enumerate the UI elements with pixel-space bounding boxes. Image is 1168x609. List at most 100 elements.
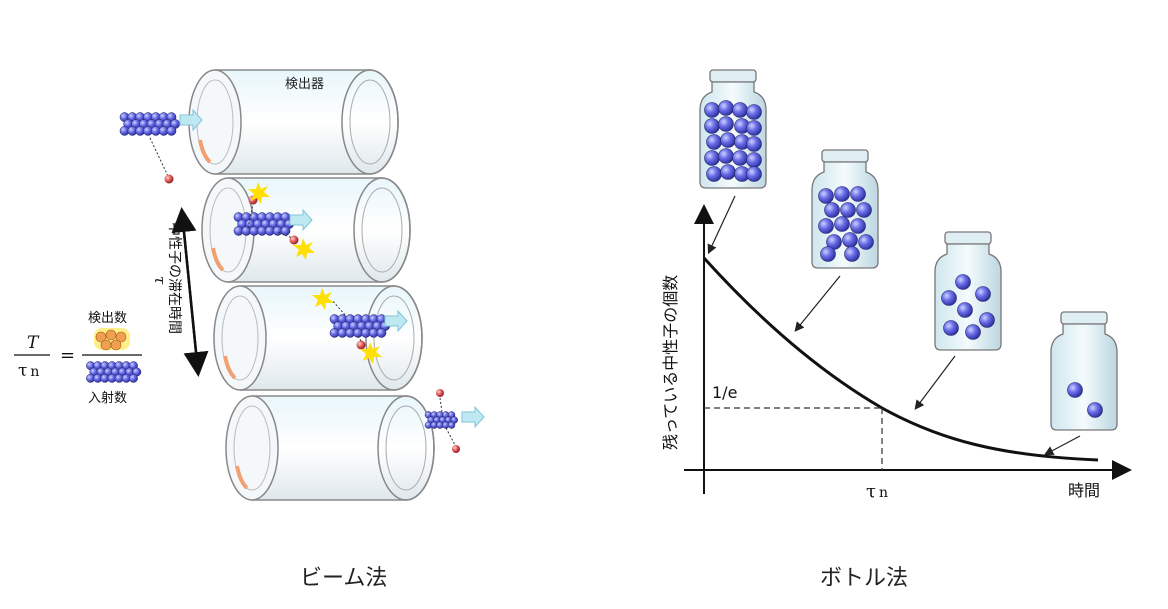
neutron-ball: [720, 164, 736, 180]
neutron-bunch-3: [329, 314, 390, 338]
neutron-ball: [834, 186, 850, 202]
bottle-cap: [821, 149, 869, 163]
neutron-ball: [746, 166, 762, 182]
detector-tube-4: [225, 395, 435, 501]
detector-tube-3: [213, 285, 423, 391]
neutron-ball: [840, 202, 856, 218]
neutron-ball: [957, 302, 973, 318]
pointer-arrow: [914, 355, 956, 410]
neutron-ball: [858, 234, 874, 250]
decay-products: [149, 137, 460, 453]
neutron-ball: [824, 202, 840, 218]
bottle-few: [1050, 311, 1118, 431]
incident-count-label: 入射数: [88, 390, 127, 406]
neutron-ball: [818, 188, 834, 204]
svg-text:τn: τn: [18, 361, 39, 381]
residence-time-label: 中性子の滞在時間: [166, 222, 182, 334]
neutron-ball: [718, 148, 734, 164]
neutron-bunch-1: [119, 112, 180, 136]
detection-spark: [248, 182, 270, 204]
neutron-ball: [447, 421, 456, 429]
neutron-ball: [706, 166, 722, 182]
bottle-one-third: [934, 231, 1002, 351]
neutron-ball: [746, 104, 762, 120]
neutron-ball: [955, 274, 971, 290]
neutron-ball: [850, 186, 866, 202]
pointer-arrow: [707, 195, 736, 255]
y-axis-label: 残っている中性子の個数: [661, 275, 680, 450]
neutron-ball: [718, 116, 734, 132]
neutron-ball: [1087, 402, 1103, 418]
detector-tube-2: [201, 177, 411, 283]
neutron-ball: [834, 216, 850, 232]
beam-direction-arrow: [289, 208, 313, 232]
bottle-cap: [1060, 311, 1108, 325]
beam-direction-arrow: [179, 108, 203, 132]
neutron-ball: [704, 150, 720, 166]
neutron-ball: [704, 102, 720, 118]
detected-neutron-ball: [95, 331, 107, 343]
bottle-full: [699, 69, 767, 189]
detected-neutrons: [94, 328, 130, 351]
neutron-ball: [842, 232, 858, 248]
neutron-ball: [746, 120, 762, 136]
one-over-e-label: 1/e: [712, 383, 737, 402]
neutron-ball: [975, 286, 991, 302]
proton: [436, 389, 444, 397]
neutron-ball: [820, 246, 836, 262]
proton: [452, 445, 460, 453]
bottle-two-thirds: [811, 149, 879, 269]
neutron-ball: [746, 136, 762, 152]
proton: [164, 174, 174, 184]
decay-curve: [702, 256, 1099, 462]
neutron-ball: [732, 150, 748, 166]
bottle-cap: [709, 69, 757, 83]
neutron-ball: [128, 373, 138, 383]
neutron-bunch-4: [424, 411, 458, 429]
neutron-ball: [943, 320, 959, 336]
x-axis-label: 時間: [1068, 481, 1100, 500]
neutron-ball: [965, 324, 981, 340]
detection-spark: [293, 238, 315, 260]
formula-sub-n: n: [30, 364, 39, 380]
formula-tau: τ: [18, 361, 27, 381]
neutron-ball: [1067, 382, 1083, 398]
beam-method-caption: ビーム法: [300, 566, 388, 591]
neutron-ball: [718, 100, 734, 116]
neutron-ball: [720, 132, 736, 148]
neutron-ball: [704, 118, 720, 134]
beam-method-diagram: 検出器: [14, 69, 485, 501]
detector-label: 検出器: [285, 77, 324, 92]
detected-count-label: 検出数: [88, 311, 127, 326]
neutron-ball: [746, 152, 762, 168]
neutron-ball: [818, 218, 834, 234]
bottle-cap: [944, 231, 992, 245]
neutron-ball: [166, 126, 177, 136]
neutron-bunch-2: [233, 212, 294, 236]
tau-symbol: τ: [151, 276, 169, 285]
formula-numerator: T: [27, 333, 40, 353]
neutron-ball: [856, 202, 872, 218]
neutron-ball: [941, 290, 957, 306]
formula-equals: =: [60, 345, 75, 366]
beam-direction-arrow: [461, 405, 485, 429]
detection-spark: [312, 288, 334, 310]
pointer-arrow: [1043, 435, 1081, 456]
detected-neutron-ball: [115, 331, 127, 343]
bottle-glass: [1050, 323, 1118, 431]
neutron-ball: [732, 102, 748, 118]
neutron-ball: [850, 218, 866, 234]
neutron-ball: [706, 134, 722, 150]
proton: [289, 235, 299, 245]
detected-neutron-ball: [105, 329, 117, 341]
neutron-ball: [844, 246, 860, 262]
neutron-ball: [979, 312, 995, 328]
detection-spark: [360, 342, 382, 364]
detected-neutron-ball: [110, 339, 122, 351]
proton: [356, 340, 366, 350]
detector-tube-1: [188, 69, 399, 175]
